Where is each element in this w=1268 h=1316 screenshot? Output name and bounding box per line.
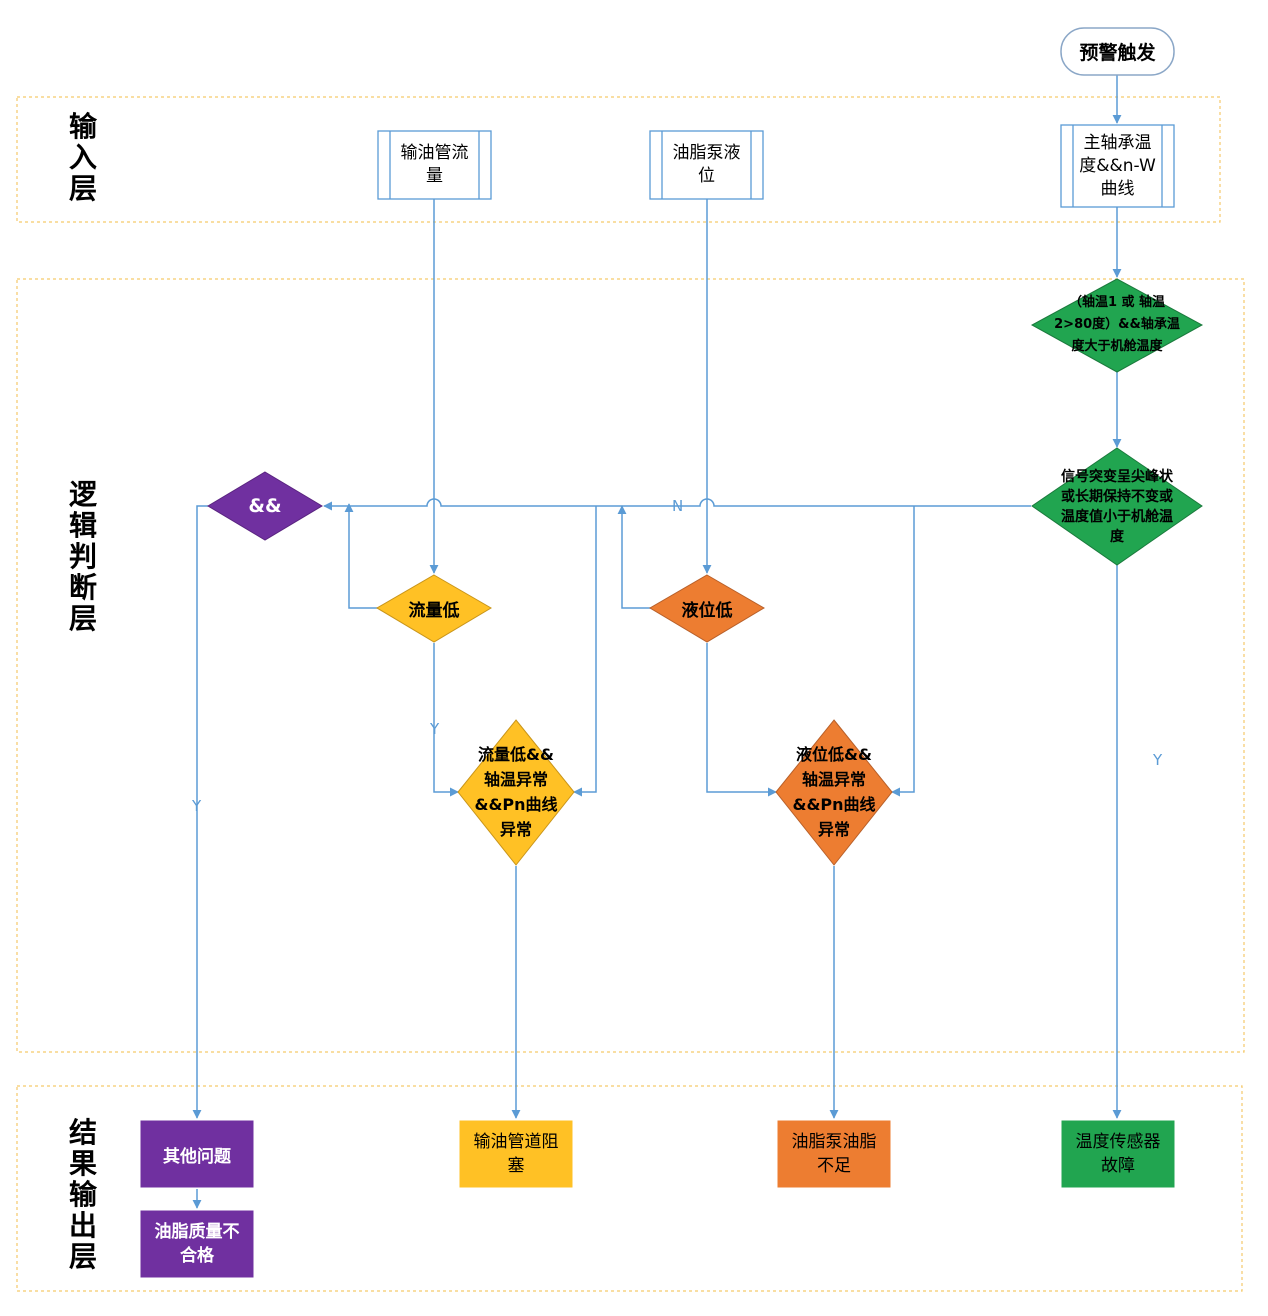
flow-combo-text: 流量低&& 轴温异常 &&Pn曲线 异常 <box>474 745 558 839</box>
bearing-temp-box <box>1060 124 1175 208</box>
signal-check-diamond <box>1031 447 1203 566</box>
temp-condition-diamond <box>1030 278 1204 373</box>
oil-flow-text: 输油管流 量 <box>400 143 469 186</box>
and-gate-text: && <box>248 495 282 517</box>
bearing-temp-text: 主轴承温 度&&n-W 曲线 <box>1079 132 1156 199</box>
signal-check-text: 信号突变呈尖峰状 或长期保持不变或 温度值小于机舱温 度 <box>1061 469 1173 545</box>
out-other-box <box>139 1119 255 1189</box>
input-layer-box <box>16 96 1221 223</box>
pump-level-text: 油脂泵液 位 <box>672 143 741 186</box>
edge-and-to-other <box>192 505 208 1119</box>
edge-level-low-to-bus <box>617 505 651 609</box>
output-layer-label: 结 果 输 出 层 <box>68 1116 97 1273</box>
level-combo-diamond <box>775 719 893 866</box>
out-grease-quality-text: 油脂质量不 合格 <box>154 1222 240 1266</box>
input-layer-label: 输 入 层 <box>68 110 97 205</box>
out-sensor-fault-box <box>1060 1119 1176 1189</box>
flow-combo-diamond <box>457 719 575 866</box>
edge-label-y-sensor: Y <box>1153 751 1163 769</box>
out-grease-quality-box <box>139 1209 255 1279</box>
level-low-diamond <box>649 574 765 643</box>
out-pipe-block-box <box>458 1119 574 1189</box>
edge-bus-to-flow-combo <box>573 506 597 797</box>
temp-condition-text: （轴温1 或 轴温 2>80度）&&轴承温 度大于机舱温度 <box>1054 295 1180 354</box>
out-sensor-fault-text: 温度传感器 故障 <box>1075 1132 1161 1176</box>
out-pipe-block-text: 输油管道阻 塞 <box>473 1132 559 1176</box>
edge-label-y-and: Y <box>192 797 202 815</box>
logic-layer-label: 逻 辑 判 断 层 <box>68 478 97 635</box>
edge-flow-low-yes <box>433 643 459 797</box>
output-layer-box <box>16 1085 1243 1292</box>
out-other-text: 其他问题 <box>163 1146 231 1167</box>
flow-low-diamond <box>376 574 492 643</box>
edge-label-n: N <box>672 497 684 515</box>
edge-flow-low-to-and <box>344 503 378 609</box>
level-low-text: 液位低 <box>681 600 733 621</box>
logic-layer-box <box>16 278 1245 1053</box>
and-gate-diamond <box>207 471 323 541</box>
flow-low-text: 流量低 <box>408 600 460 621</box>
oil-flow-box <box>377 130 492 200</box>
edge-label-y-flow: Y <box>430 720 440 738</box>
edge-bus-to-level-combo <box>891 506 915 797</box>
trigger-terminal <box>1060 27 1175 76</box>
out-pump-short-text: 油脂泵油脂 不足 <box>791 1132 877 1176</box>
out-pump-short-box <box>776 1119 892 1189</box>
trigger-text: 预警触发 <box>1079 42 1156 64</box>
edge-n-bus <box>323 498 1031 511</box>
level-combo-text: 液位低&& 轴温异常 &&Pn曲线 异常 <box>792 745 876 839</box>
edge-level-low-to-combo <box>706 643 777 797</box>
pump-level-box <box>649 130 764 200</box>
